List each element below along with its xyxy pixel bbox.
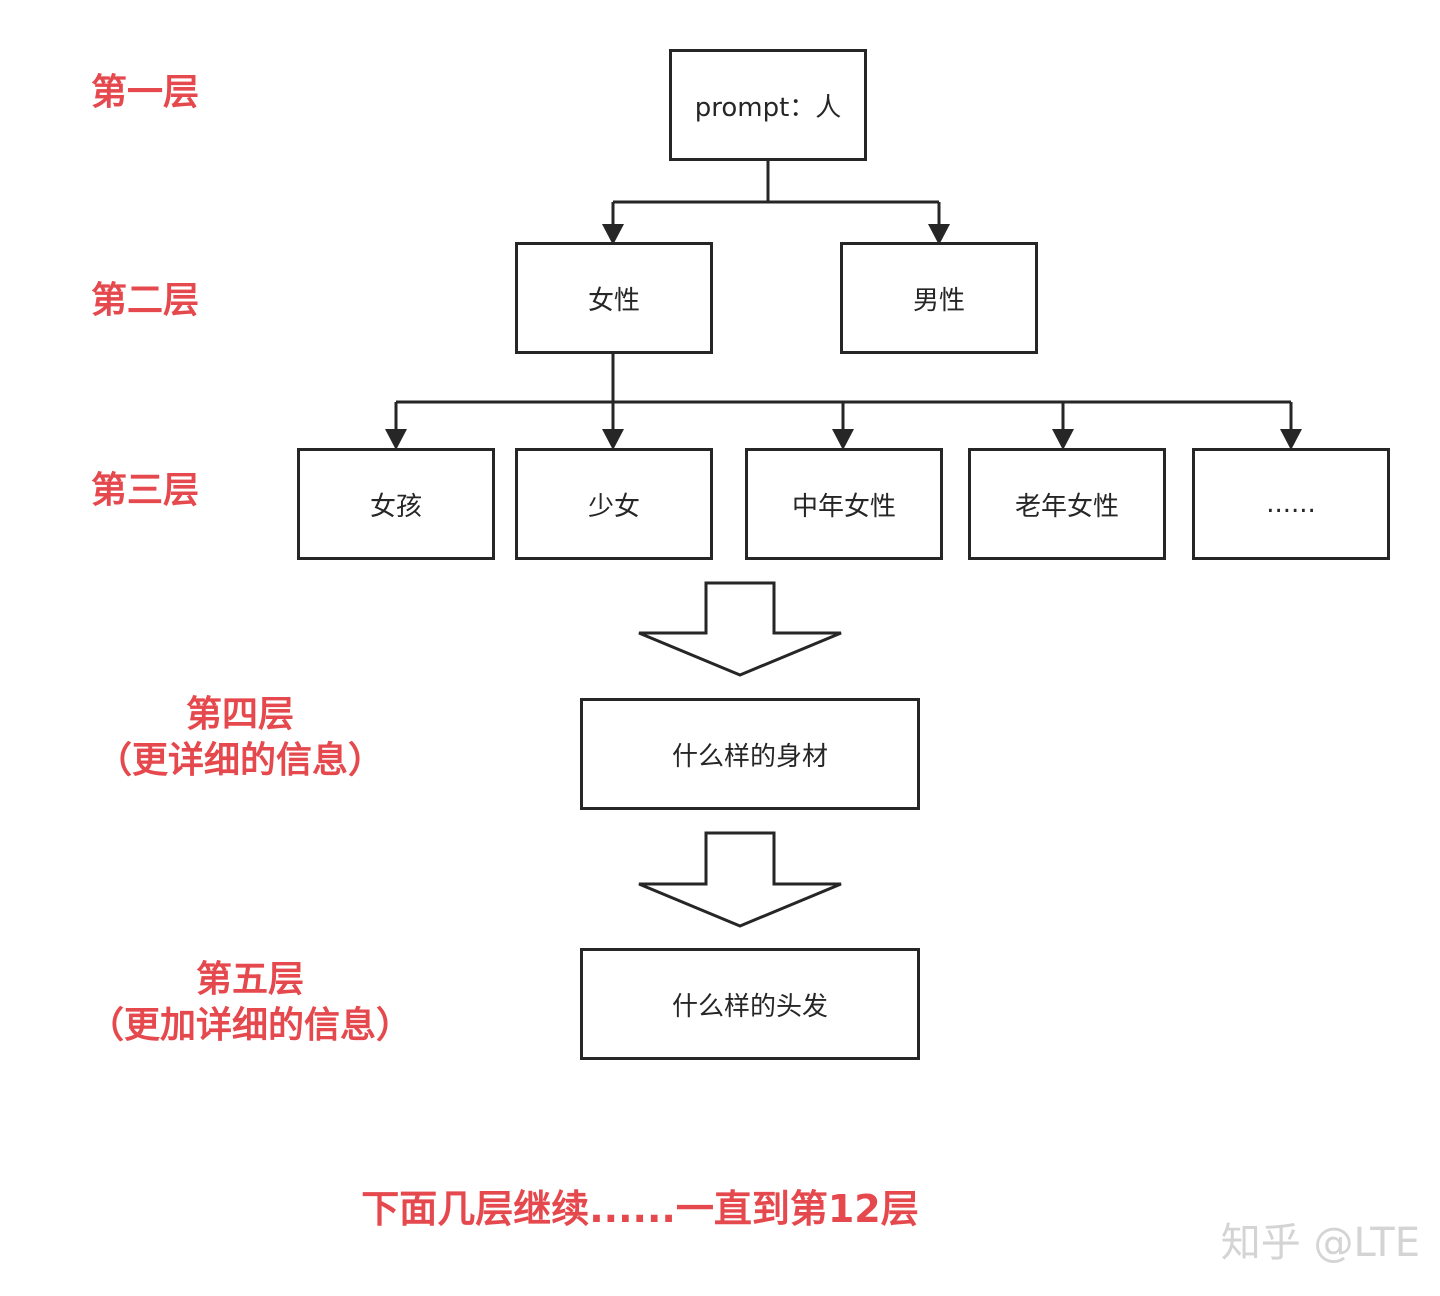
layer3-label: 第三层 [91, 470, 200, 511]
layer4-subtitle: （更详细的信息） [95, 740, 384, 781]
node-girl: 女孩 [297, 448, 495, 560]
layer5-subtitle: （更加详细的信息） [87, 1005, 412, 1046]
watermark: 知乎 @LTE [1220, 1220, 1420, 1266]
layer4-title: 第四层 [185, 694, 294, 735]
node-hair: 什么样的头发 [580, 948, 920, 1060]
node-female: 女性 [515, 242, 713, 354]
node-middle-aged-woman: 中年女性 [745, 448, 943, 560]
node-more: ...... [1192, 448, 1390, 560]
block-down-arrow-1 [638, 581, 842, 677]
layer4-label: 第四层 （更详细的信息） [80, 692, 400, 784]
layer2-label: 第二层 [91, 280, 200, 321]
node-young-woman: 少女 [515, 448, 713, 560]
node-root: prompt：人 [669, 49, 867, 161]
layer1-label: 第一层 [91, 72, 200, 113]
layer5-label: 第五层 （更加详细的信息） [70, 957, 430, 1049]
node-male: 男性 [840, 242, 1038, 354]
footer-note: 下面几层继续......一直到第12层 [361, 1187, 919, 1231]
node-body-shape: 什么样的身材 [580, 698, 920, 810]
node-elderly-woman: 老年女性 [968, 448, 1166, 560]
layer5-title: 第五层 [195, 959, 304, 1000]
block-down-arrow-2 [638, 831, 842, 928]
